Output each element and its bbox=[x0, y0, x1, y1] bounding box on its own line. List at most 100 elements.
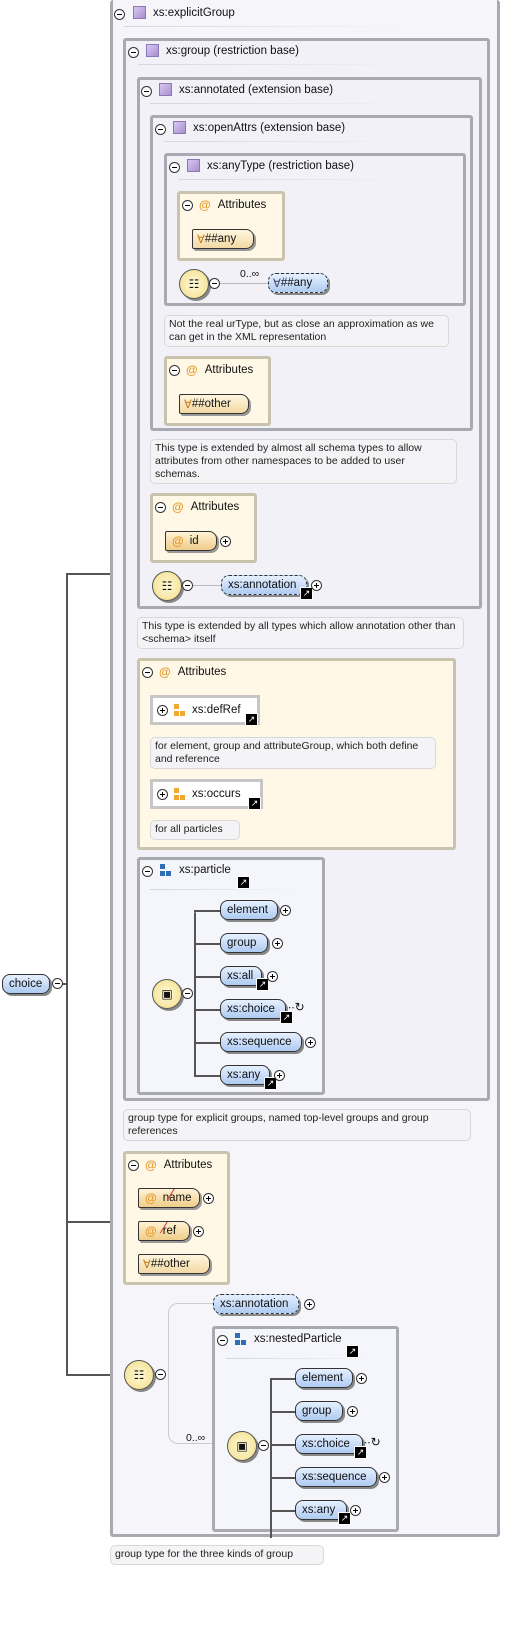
sequence-collapse-icon[interactable] bbox=[182, 580, 193, 591]
other-attribute[interactable]: ∀##other bbox=[138, 1254, 210, 1274]
attributes-label: Attributes bbox=[177, 666, 227, 678]
particle-sequence-item[interactable]: xs:sequence bbox=[220, 1032, 302, 1052]
choice-compositor-icon[interactable]: ▣ bbox=[227, 1431, 257, 1461]
sequence-compositor-icon[interactable]: ☷ bbox=[152, 571, 182, 601]
header-separator bbox=[150, 889, 300, 890]
annotated-header: xs:annotated (extension base) bbox=[159, 83, 333, 96]
attributes-collapse-icon[interactable] bbox=[182, 200, 193, 211]
choice-node[interactable]: choice bbox=[2, 974, 50, 994]
ref-attribute[interactable]: @ ref bbox=[138, 1221, 190, 1241]
reference-icon: ↗ bbox=[264, 1077, 277, 1090]
any-element[interactable]: ∀##any bbox=[268, 273, 328, 293]
attributes-collapse-icon[interactable] bbox=[142, 667, 153, 678]
wildcard-icon: ∀ bbox=[197, 234, 205, 246]
model-group-icon bbox=[160, 864, 172, 876]
id-expand-icon[interactable] bbox=[220, 536, 231, 547]
annotation-expand-icon[interactable] bbox=[311, 580, 322, 591]
particle-any-item[interactable]: xs:any bbox=[220, 1065, 270, 1085]
branch bbox=[270, 1510, 295, 1512]
wildcard-icon: ∀ bbox=[143, 1259, 151, 1271]
any-element-cardinality: 0..∞ bbox=[240, 268, 260, 280]
id-attribute[interactable]: @ id bbox=[165, 531, 217, 551]
annotated-collapse-icon[interactable] bbox=[141, 86, 152, 97]
nested-element-item[interactable]: element bbox=[295, 1368, 353, 1388]
sequence-compositor-icon[interactable]: ☷ bbox=[179, 269, 209, 299]
ref-attribute-label: ref bbox=[162, 1225, 177, 1237]
attributes-collapse-icon[interactable] bbox=[155, 502, 166, 513]
expand-icon[interactable] bbox=[379, 1472, 390, 1483]
sequence-collapse-icon[interactable] bbox=[209, 278, 220, 289]
choice-collapse-icon[interactable] bbox=[182, 988, 193, 999]
branch bbox=[194, 1075, 220, 1077]
attributes-collapse-icon[interactable] bbox=[169, 365, 180, 376]
sequence-compositor-icon[interactable]: ☷ bbox=[124, 1360, 154, 1390]
expand-icon[interactable] bbox=[305, 1037, 316, 1048]
name-attribute[interactable]: @ name bbox=[138, 1188, 200, 1208]
explicit-group-header: xs:explicitGroup bbox=[133, 6, 235, 19]
header-separator bbox=[124, 26, 414, 27]
def-ref-expand-icon[interactable] bbox=[157, 704, 168, 716]
open-attrs-note: This type is extended by almost all sche… bbox=[150, 439, 457, 484]
annotation-element[interactable]: xs:annotation bbox=[221, 575, 307, 595]
header-separator bbox=[164, 141, 404, 142]
annotated-attributes-panel bbox=[150, 493, 257, 563]
open-attrs-collapse-icon[interactable] bbox=[155, 124, 166, 135]
annotated-note: This type is extended by all types which… bbox=[137, 617, 464, 649]
sequence-bracket bbox=[168, 1303, 213, 1444]
any-type-collapse-icon[interactable] bbox=[169, 162, 180, 173]
occurs-attribute-group[interactable]: xs:occurs bbox=[150, 779, 263, 809]
choice-to-group-connector bbox=[66, 573, 124, 575]
expand-icon[interactable] bbox=[347, 1406, 358, 1417]
particle-element-item[interactable]: element bbox=[220, 900, 278, 920]
ref-expand-icon[interactable] bbox=[193, 1226, 204, 1237]
choice-collapse-icon[interactable] bbox=[258, 1440, 269, 1451]
complex-type-icon bbox=[173, 121, 186, 134]
wildcard-icon: ∀ bbox=[184, 399, 192, 411]
reference-icon: ↗ bbox=[248, 797, 261, 810]
group-collapse-icon[interactable] bbox=[128, 47, 139, 58]
branch bbox=[270, 1378, 295, 1380]
any-attribute[interactable]: ∀##any bbox=[192, 229, 254, 249]
expand-icon[interactable] bbox=[350, 1505, 361, 1516]
expand-icon[interactable] bbox=[274, 1070, 285, 1081]
prohibited-icon: ∕ bbox=[170, 1187, 173, 1204]
nested-choice-item[interactable]: xs:choice bbox=[295, 1434, 363, 1454]
annotation-expand-icon[interactable] bbox=[304, 1299, 315, 1310]
nested-group-item[interactable]: group bbox=[295, 1401, 343, 1421]
particle-group-item[interactable]: group bbox=[220, 933, 268, 953]
reference-icon: ↗ bbox=[346, 1345, 359, 1358]
sequence-collapse-icon[interactable] bbox=[155, 1369, 166, 1380]
nested-sequence-item[interactable]: xs:sequence bbox=[295, 1467, 377, 1487]
particle-all-item[interactable]: xs:all bbox=[220, 966, 262, 986]
other-attribute[interactable]: ∀##other bbox=[179, 394, 249, 414]
choice-collapse-icon[interactable] bbox=[52, 978, 63, 989]
nested-particle-label: xs:nestedParticle bbox=[254, 1333, 342, 1345]
expand-icon[interactable] bbox=[272, 938, 283, 949]
branch bbox=[270, 1444, 295, 1446]
choice-compositor-icon[interactable]: ▣ bbox=[152, 979, 182, 1009]
nested-any-item[interactable]: xs:any bbox=[295, 1500, 347, 1520]
explicit-group-collapse-icon[interactable] bbox=[114, 9, 125, 20]
branch bbox=[194, 910, 220, 912]
particle-choice-item[interactable]: xs:choice bbox=[220, 999, 286, 1019]
attribute-icon: @ bbox=[172, 500, 184, 514]
open-attrs-header: xs:openAttrs (extension base) bbox=[173, 121, 345, 134]
particle-label: xs:particle bbox=[179, 864, 231, 876]
header-separator bbox=[226, 1358, 376, 1359]
def-ref-attribute-group[interactable]: xs:defRef bbox=[150, 695, 260, 725]
reference-icon: ↗ bbox=[354, 1446, 367, 1459]
expand-icon[interactable] bbox=[280, 905, 291, 916]
annotation-element[interactable]: xs:annotation bbox=[213, 1294, 299, 1314]
expand-icon[interactable] bbox=[267, 971, 278, 982]
particle-collapse-icon[interactable] bbox=[142, 866, 153, 877]
nested-particle-collapse-icon[interactable] bbox=[217, 1335, 228, 1346]
other-attribute-label: ##other bbox=[191, 398, 231, 410]
name-expand-icon[interactable] bbox=[203, 1193, 214, 1204]
expand-icon[interactable] bbox=[356, 1373, 367, 1384]
occurs-expand-icon[interactable] bbox=[157, 788, 168, 800]
header-separator bbox=[178, 179, 408, 180]
attributes-header: @ Attributes bbox=[199, 198, 266, 212]
group-note: group type for explicit groups, named to… bbox=[123, 1109, 471, 1141]
group-header: xs:group (restriction base) bbox=[146, 44, 299, 57]
attributes-collapse-icon[interactable] bbox=[128, 1160, 139, 1171]
